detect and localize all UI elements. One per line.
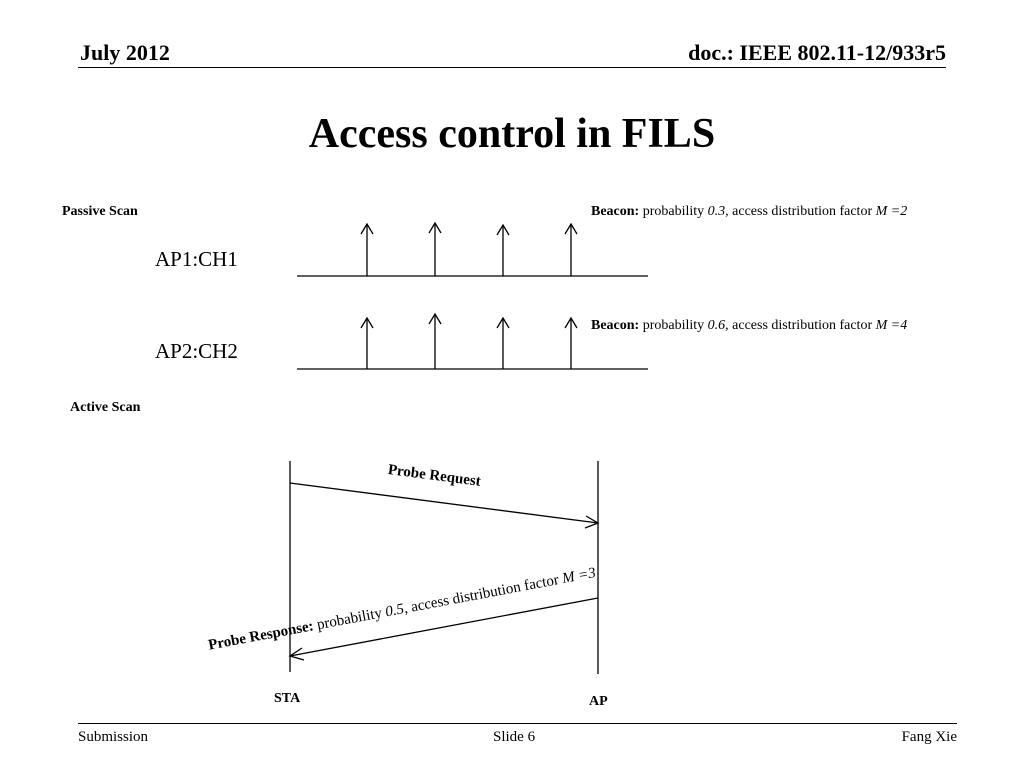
ap1-beacon-arrowhead [564, 222, 578, 235]
ap2-beacon-probability: 0.6 [707, 318, 726, 333]
header-doc-id: doc.: IEEE 802.11-12/933r5 [688, 40, 946, 65]
ap2-beacon-label: Beacon: [591, 318, 640, 333]
probe-request-arrowhead [584, 515, 600, 529]
ap2-beacon-arrowhead [360, 316, 374, 329]
ap2-beacon-arrowhead [564, 316, 578, 329]
active-scan-heading: Active Scan [70, 400, 141, 415]
ap1-beacon-arrowhead [496, 223, 510, 236]
sta-label: STA [274, 691, 301, 706]
ap1-beacon-arrowhead [360, 222, 374, 235]
slide-title: Access control in FILS [308, 111, 716, 157]
ap-label: AP [589, 694, 608, 709]
footer-submission: Submission [78, 729, 149, 745]
ap1-beacon-text2: , access distribution factor [725, 204, 876, 219]
footer-rule [78, 723, 957, 724]
passive-scan-heading: Passive Scan [62, 204, 138, 219]
ap1-channel-label: AP1:CH1 [155, 247, 238, 271]
ap1-beacon-m-factor: M =2 [875, 204, 908, 219]
ap2-beacon-arrowhead [496, 316, 510, 329]
footer-author: Fang Xie [901, 729, 957, 745]
header-date: July 2012 [80, 40, 170, 65]
ap1-beacon-text1: probability [639, 204, 708, 219]
ap2-beacon-m-factor: M =4 [875, 318, 908, 333]
ap2-beacon-note: Beacon: probability 0.6, access distribu… [591, 318, 907, 334]
ap1-beacon-arrowhead [428, 221, 442, 234]
ap2-beacon-text2: , access distribution factor [725, 318, 876, 333]
probe-response-arrowhead [288, 647, 305, 661]
ap2-beacon-text1: probability [639, 318, 708, 333]
ap1-beacon-note: Beacon: probability 0.3, access distribu… [591, 204, 907, 220]
footer-slide-number: Slide 6 [493, 729, 536, 745]
ap1-beacon-probability: 0.3 [707, 204, 726, 219]
probe-request-arrow [289, 482, 599, 524]
header-rule [78, 67, 946, 68]
ap2-channel-label: AP2:CH2 [155, 339, 238, 363]
probe-response-arrow [289, 597, 599, 657]
ap1-beacon-label: Beacon: [591, 204, 640, 219]
ap2-beacon-arrowhead [428, 312, 442, 325]
